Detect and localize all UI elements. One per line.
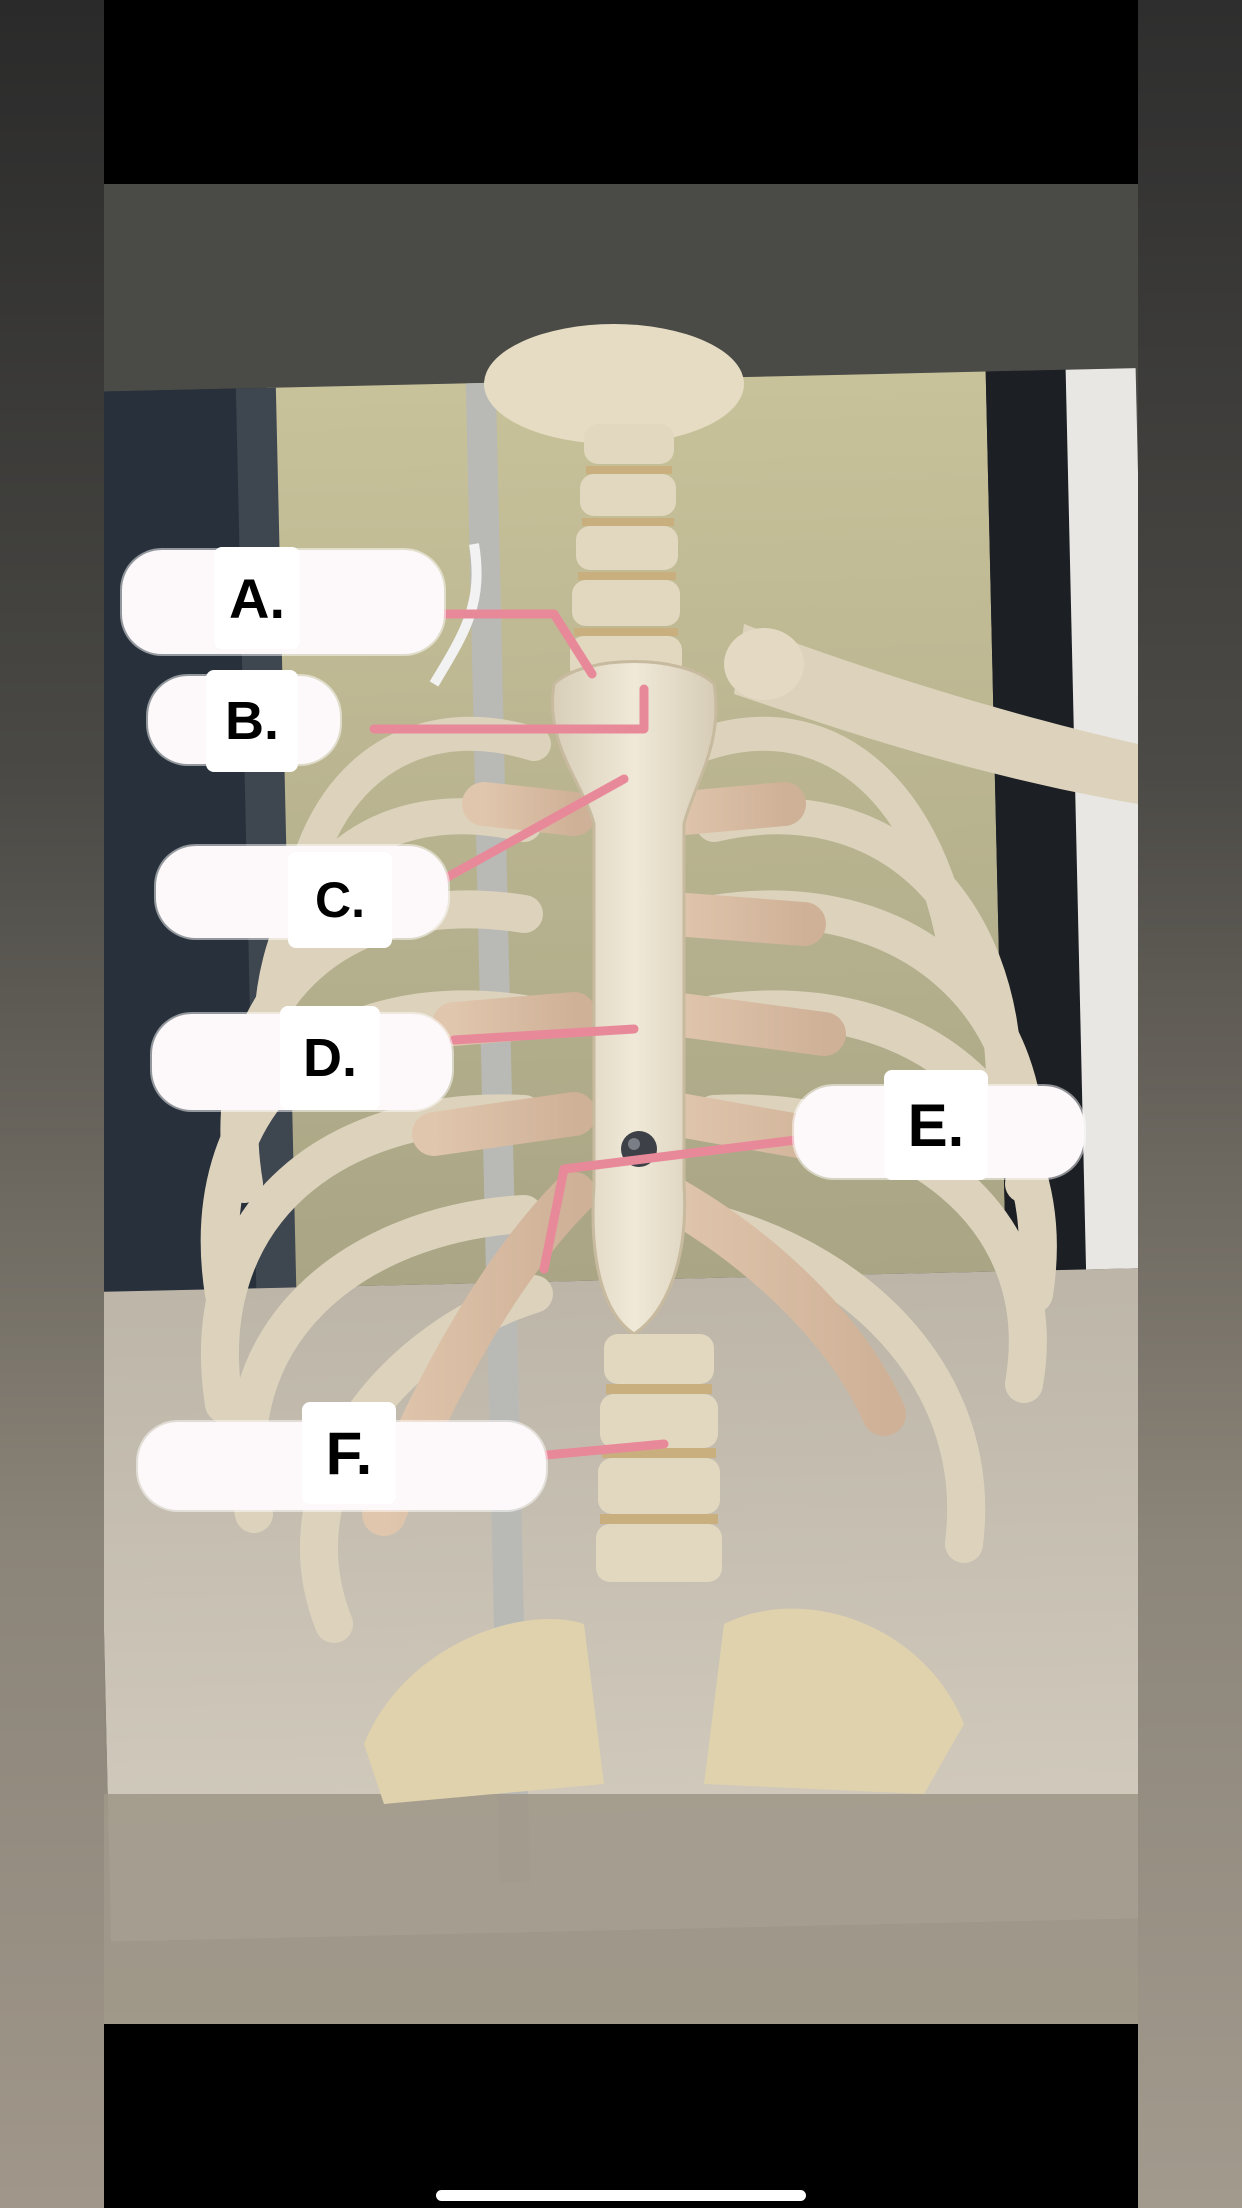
left-blur-margin: [0, 0, 104, 2208]
bottom-letterbox: [104, 2024, 1138, 2208]
label-c: C.: [288, 852, 392, 948]
label-f: F.: [302, 1402, 396, 1504]
top-letterbox: [104, 0, 1138, 184]
photo-viewer[interactable]: A. B. C. D. E. F.: [104, 184, 1138, 2024]
right-blur-margin: [1138, 0, 1242, 2208]
label-d: D.: [280, 1006, 380, 1110]
home-indicator[interactable]: [436, 2190, 806, 2201]
label-b: B.: [206, 670, 298, 772]
label-a: A.: [214, 547, 300, 649]
label-e: E.: [884, 1070, 988, 1180]
